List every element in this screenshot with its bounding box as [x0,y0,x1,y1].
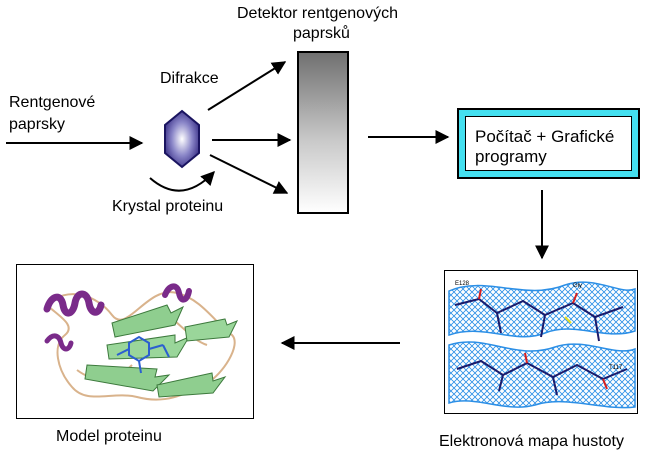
diffraction-label: Difrakce [160,70,219,87]
protein-model-label: Model proteinu [56,428,162,445]
crystal-label: Krystal proteinu [112,198,224,215]
density-map-label: Elektronová mapa hustoty [439,433,624,450]
density-mesh-illustration: E128 Gly T117 [448,281,636,409]
xray-label-line2: paprsky [9,116,66,133]
computer-box: Počítač + Grafické programy [457,108,640,179]
diffraction-arrow-down [209,154,289,194]
rotation-arrow [149,170,215,192]
detector-plate [297,51,349,214]
protein-model-image [16,264,254,419]
computer-label-line1: Počítač + Grafické [475,127,615,146]
residue-label-2: Gly [573,283,582,289]
density-map-image: E128 Gly T117 [444,270,638,414]
diffraction-arrow-up [207,61,287,111]
residue-label-3: T117 [609,365,623,371]
protein-ribbon-illustration [43,283,239,401]
detector-label-line2: paprsků [293,25,350,42]
xray-label-line1: Rentgenové [9,94,96,111]
residue-label-1: E128 [455,281,470,287]
detector-label-line1: Detektor rentgenových [237,5,398,22]
computer-label-line2: programy [475,147,547,166]
computer-box-inner: Počítač + Grafické programy [465,116,632,171]
crystal-icon [164,109,200,169]
